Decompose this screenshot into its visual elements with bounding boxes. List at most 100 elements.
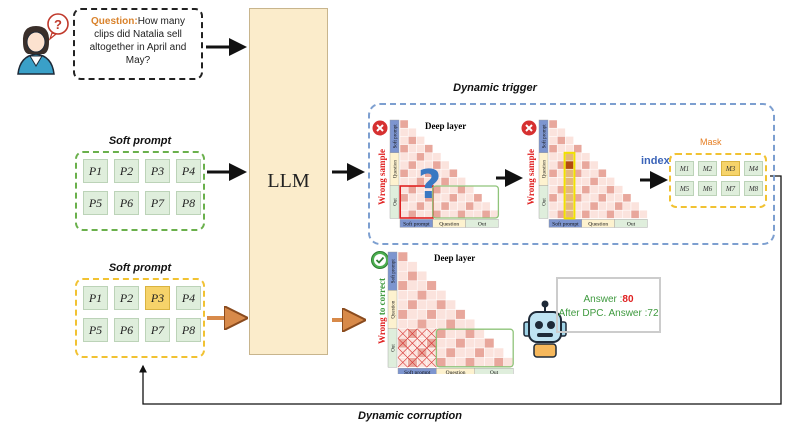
matrix-cell [548, 193, 558, 203]
selected-column-highlight [563, 151, 576, 220]
matrix-cell [440, 177, 450, 186]
soft-prompt-cell-p1: P1 [83, 286, 108, 310]
soft-prompt-cell-p5: P5 [83, 191, 108, 215]
matrix-cell [481, 209, 491, 219]
matrix-cell [455, 357, 466, 368]
corrupted-cell-mark [416, 347, 428, 358]
wrong-sample-label: Wrong sample [377, 149, 387, 205]
matrix-cell [407, 318, 418, 330]
matrix-cell [606, 201, 615, 211]
matrix-cell [565, 144, 574, 154]
svg-text:?: ? [54, 17, 62, 32]
matrix-cell [606, 185, 615, 195]
matrix-cell [597, 193, 607, 203]
matrix-cell [481, 201, 491, 211]
matrix-cell [493, 357, 504, 368]
col-axis-label: Question [446, 370, 466, 374]
soft-prompt-top-title: Soft prompt [108, 135, 172, 147]
matrix-cell [474, 338, 485, 349]
matrix-cell [424, 152, 434, 162]
matrix-cell [397, 318, 408, 330]
row-axis-label: Soft prompt [394, 124, 399, 149]
question-box: Question:How many clips did Natalia sell… [73, 8, 203, 80]
matrix-cell [426, 299, 437, 310]
soft-prompt-cell-p6: P6 [114, 318, 139, 342]
arrow-feedback-loop [139, 175, 782, 405]
error-icon [372, 120, 388, 136]
question-mark-icon: ? [418, 162, 442, 208]
matrix-cell [424, 144, 434, 154]
matrix-cell [416, 299, 428, 310]
matrix-cell [416, 209, 425, 219]
matrix-cell [416, 318, 428, 330]
matrix-cell [407, 299, 418, 310]
matrix-cell [597, 177, 607, 186]
matrix-cell [455, 309, 466, 320]
matrix-cell [589, 209, 599, 219]
matrix-cell [436, 299, 447, 310]
matrix-cell [464, 318, 476, 330]
matrix-cell [465, 193, 475, 203]
dynamic-trigger-title: Dynamic trigger [453, 82, 537, 94]
matrix-cell [436, 347, 447, 358]
row-axis-label: Question [543, 160, 548, 179]
deep-layer-label: Deep layer [425, 121, 467, 131]
corrupted-cell-mark [416, 338, 428, 349]
matrix-cell [455, 328, 466, 339]
matrix-cell [399, 209, 409, 219]
corrupted-cell-mark [426, 347, 437, 358]
col-axis-label: Soft prompt [552, 220, 579, 227]
matrix-cell [473, 201, 483, 211]
matrix-cell [399, 127, 409, 137]
matrix-cell [622, 209, 632, 219]
matrix-cell [407, 280, 418, 291]
matrix-cell [465, 209, 475, 219]
soft-prompt-cell-p7: P7 [145, 318, 170, 342]
matrix-cell [484, 347, 495, 358]
matrix-cell [440, 201, 450, 211]
index-label: index [641, 155, 670, 167]
soft-prompt-cell-p1: P1 [83, 159, 108, 183]
soft-prompt-cell-p5: P5 [83, 318, 108, 342]
matrix-cell [399, 193, 409, 203]
matrix-cell [565, 177, 574, 186]
corrupted-cell-mark [407, 328, 418, 339]
col-axis-segment [474, 367, 514, 374]
matrix-cell [548, 201, 558, 211]
matrix-cell [581, 177, 591, 186]
matrix-cell [548, 152, 558, 162]
matrix-cell [445, 299, 456, 310]
matrix-cell [448, 168, 458, 178]
matrix-cell [440, 168, 450, 178]
soft-prompt-cell-p3: P3 [145, 286, 170, 310]
matrix-cell [457, 201, 466, 211]
matrix-cell [548, 119, 558, 129]
matrix-cell [407, 168, 417, 178]
matrix-cell [565, 193, 574, 203]
soft-prompt-cell-p2: P2 [114, 159, 139, 183]
matrix-cell [399, 144, 409, 154]
matrix-cell [407, 193, 417, 203]
matrix-cell [399, 119, 409, 129]
matrix-cell [397, 299, 408, 310]
matrix-cell [622, 201, 632, 211]
answer-prefix: Answer : [583, 294, 623, 305]
matrix-cell [407, 152, 417, 162]
matrix-cell [565, 201, 574, 211]
matrix-cell [630, 201, 640, 211]
matrix-cell [445, 347, 456, 358]
matrix-cell [416, 144, 425, 154]
matrix-cell [589, 168, 599, 178]
matrix-cell [445, 328, 456, 339]
matrix-cell [465, 185, 475, 195]
matrix-cell [565, 136, 574, 145]
matrix-cell [445, 309, 456, 320]
corrupted-cell-mark [397, 328, 408, 339]
matrix-cell [622, 193, 632, 203]
matrix-cell [448, 209, 458, 219]
corrupted-cell-mark [397, 347, 408, 358]
matrix-cell [448, 193, 458, 203]
matrix-cell [457, 177, 466, 186]
matrix-cell [397, 270, 408, 282]
